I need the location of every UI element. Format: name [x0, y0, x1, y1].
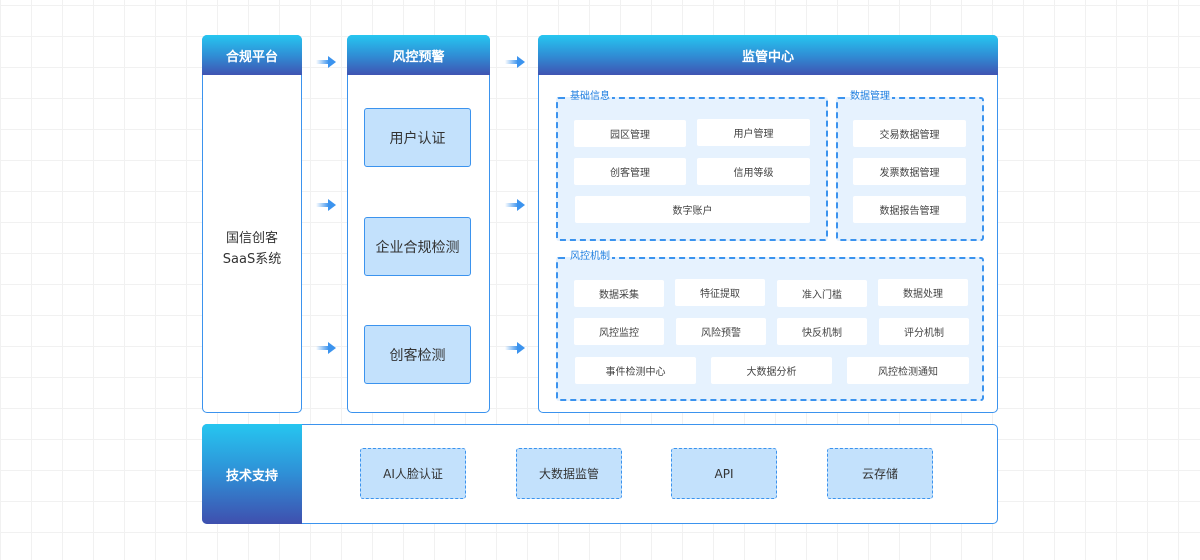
- access-threshold-item[interactable]: 准入门槛: [777, 280, 867, 307]
- saas-system-line1: 国信创客: [225, 231, 278, 246]
- park-management-item[interactable]: 园区管理: [574, 120, 686, 147]
- tech-support-header: 技术支持: [202, 424, 302, 524]
- ai-face-auth-item[interactable]: AI人脸认证: [360, 448, 466, 499]
- risk-warning-item[interactable]: 风险预警: [676, 318, 766, 345]
- compliance-platform-column: 合规平台 国信创客 SaaS系统: [202, 35, 302, 413]
- data-management-group: 数据管理 交易数据管理 发票数据管理 数据报告管理: [836, 90, 984, 241]
- user-auth-box[interactable]: 用户认证: [364, 108, 471, 167]
- data-report-item[interactable]: 数据报告管理: [853, 196, 966, 223]
- data-collection-item[interactable]: 数据采集: [574, 280, 664, 307]
- big-data-analysis-item[interactable]: 大数据分析: [711, 357, 832, 384]
- risk-mechanism-group: 风控机制 数据采集 特征提取 准入门槛 数据处理 风控监控 风险预警 快反机制 …: [556, 250, 984, 401]
- maker-management-item[interactable]: 创客管理: [574, 158, 686, 185]
- transaction-data-item[interactable]: 交易数据管理: [853, 120, 966, 147]
- digital-account-item[interactable]: 数字账户: [575, 196, 810, 223]
- arrow-right-icon: [505, 56, 525, 68]
- saas-system-label: 国信创客 SaaS系统: [203, 228, 301, 270]
- risk-mechanism-title: 风控机制: [568, 250, 612, 264]
- arrow-right-icon: [505, 199, 525, 211]
- data-processing-item[interactable]: 数据处理: [878, 279, 968, 306]
- saas-system-line2: SaaS系统: [222, 252, 282, 267]
- supervision-center-column: 监管中心 基础信息 园区管理 用户管理 创客管理 信用等级 数字账户 数据管理 …: [538, 35, 998, 413]
- arrow-right-icon: [505, 342, 525, 354]
- risk-detection-notice-item[interactable]: 风控检测通知: [847, 357, 969, 384]
- feature-extraction-item[interactable]: 特征提取: [675, 279, 765, 306]
- scoring-mechanism-item[interactable]: 评分机制: [879, 318, 969, 345]
- enterprise-compliance-box[interactable]: 企业合规检测: [364, 217, 471, 276]
- risk-warning-header: 风控预警: [347, 35, 490, 75]
- arrow-right-icon: [316, 199, 336, 211]
- credit-level-item[interactable]: 信用等级: [697, 158, 810, 185]
- invoice-data-item[interactable]: 发票数据管理: [853, 158, 966, 185]
- arrow-right-icon: [316, 56, 336, 68]
- data-management-title: 数据管理: [848, 90, 892, 104]
- api-item[interactable]: API: [671, 448, 777, 499]
- basic-info-group: 基础信息 园区管理 用户管理 创客管理 信用等级 数字账户: [556, 90, 828, 241]
- maker-detection-box[interactable]: 创客检测: [364, 325, 471, 384]
- basic-info-title: 基础信息: [568, 90, 612, 104]
- risk-warning-column: 风控预警 用户认证 企业合规检测 创客检测: [347, 35, 490, 413]
- compliance-platform-header: 合规平台: [202, 35, 302, 75]
- event-detection-item[interactable]: 事件检测中心: [575, 357, 696, 384]
- user-management-item[interactable]: 用户管理: [697, 119, 810, 146]
- supervision-center-header: 监管中心: [538, 35, 998, 75]
- cloud-storage-item[interactable]: 云存储: [827, 448, 933, 499]
- quick-response-item[interactable]: 快反机制: [777, 318, 867, 345]
- arrow-right-icon: [316, 342, 336, 354]
- big-data-supervision-item[interactable]: 大数据监管: [516, 448, 622, 499]
- risk-monitoring-item[interactable]: 风控监控: [574, 318, 664, 345]
